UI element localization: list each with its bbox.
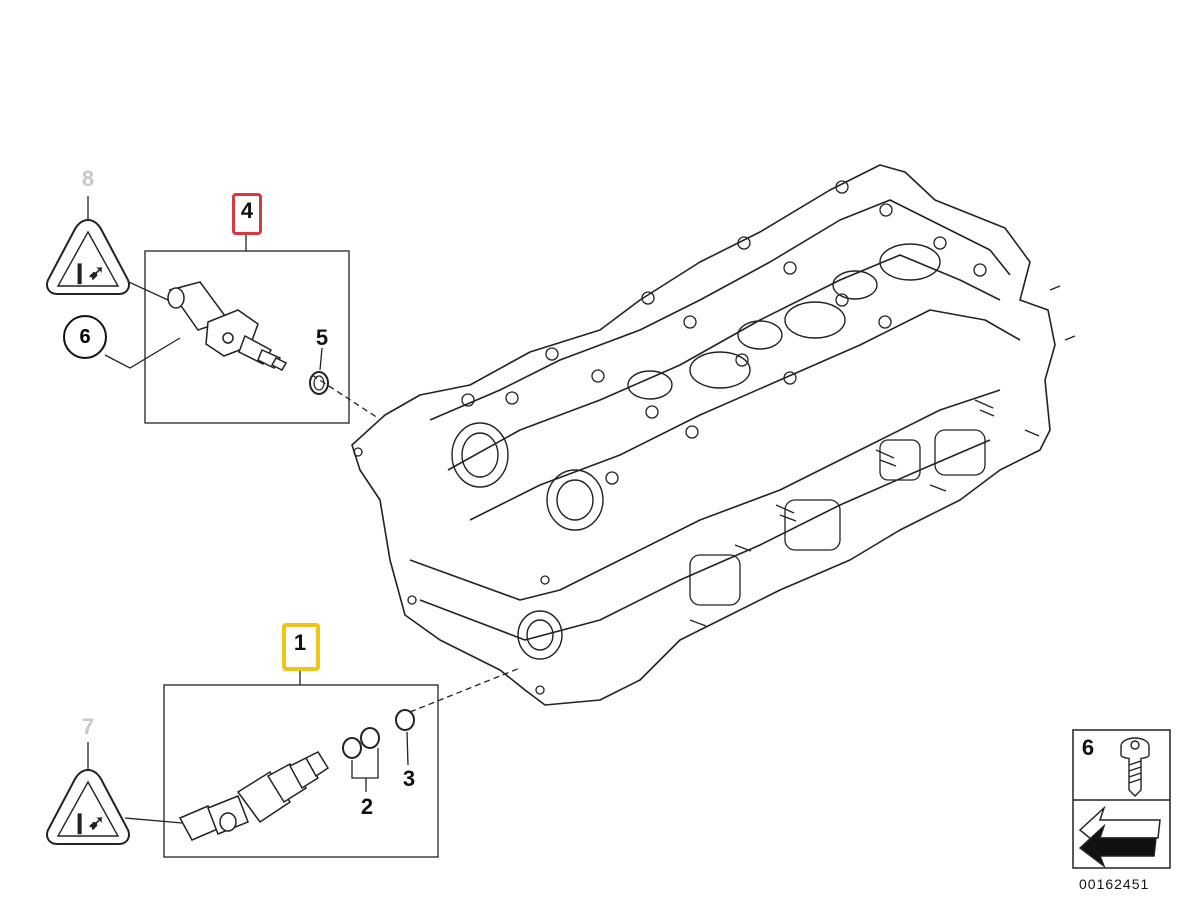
upper-detail-box xyxy=(87,196,379,424)
reference-number: 00162451 xyxy=(1079,876,1150,892)
callout-3: 3 xyxy=(402,766,416,791)
callout-1: 1 xyxy=(293,630,307,655)
callout-4: 4 xyxy=(240,198,254,223)
callout-6-circle: 6 xyxy=(63,315,107,359)
warning-triangle-icon: ❙➹ xyxy=(46,218,130,295)
callout-5: 5 xyxy=(315,325,329,350)
callout-7: 7 xyxy=(81,714,95,739)
legend-number-6: 6 xyxy=(1081,735,1095,760)
svg-text:❙➹: ❙➹ xyxy=(71,812,105,835)
cylinder-head xyxy=(351,164,1076,706)
bolt-icon xyxy=(1120,737,1150,797)
callout-2: 2 xyxy=(360,794,374,819)
o-ring-5 xyxy=(309,371,329,395)
callout-8: 8 xyxy=(81,166,95,191)
warning-triangle-icon: ❙➹ xyxy=(46,768,130,845)
svg-text:❙➹: ❙➹ xyxy=(71,262,105,285)
vanos-solenoid-valve-upper xyxy=(167,281,288,371)
vanos-solenoid-valve-lower xyxy=(178,751,330,841)
highlight-yellow xyxy=(282,623,320,671)
lower-detail-box xyxy=(87,667,521,858)
arrow-icon xyxy=(1078,805,1161,869)
legend-box xyxy=(1072,729,1171,869)
highlight-red xyxy=(232,193,262,235)
